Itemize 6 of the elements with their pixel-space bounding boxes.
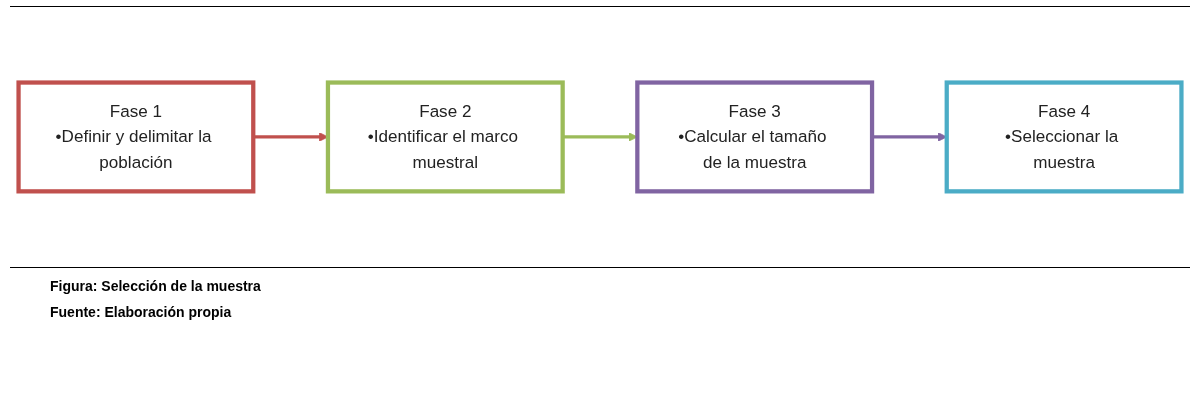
node-box: Fase 3 •Calcular el tamaño de la muestra xyxy=(635,80,875,194)
source-note: Fuente: Elaboración propia xyxy=(50,304,233,320)
node-box: Fase 2 •Identificar el marco muestral xyxy=(325,80,565,194)
figure-caption: Figura: Selección de la muestra xyxy=(50,278,262,294)
node-box: Fase 4 •Seleccionar la muestra xyxy=(944,80,1184,194)
node-box: Fase 1 •Definir y delimitar la población xyxy=(16,80,256,194)
